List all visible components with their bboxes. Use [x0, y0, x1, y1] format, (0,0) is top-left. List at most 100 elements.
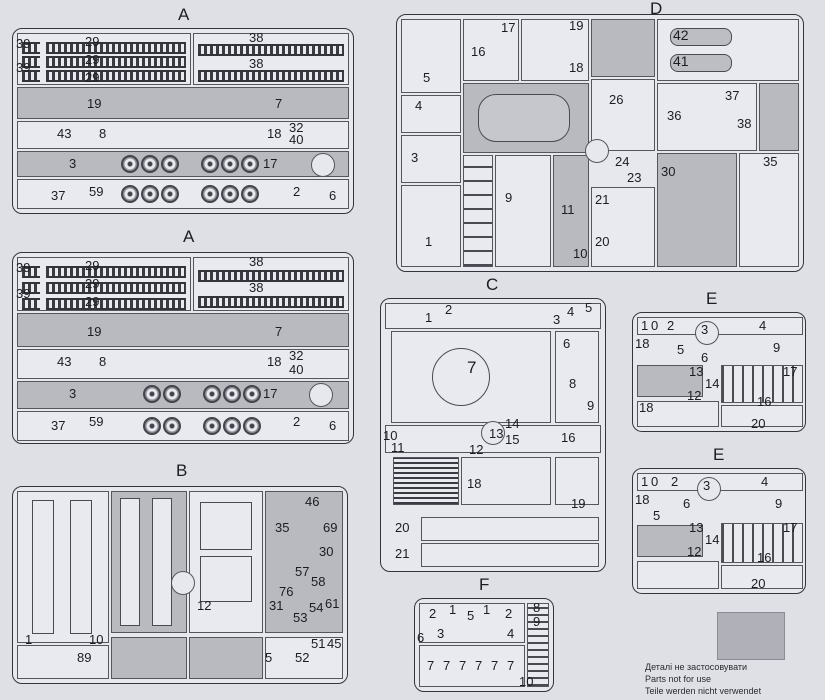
e-bottom-label: 13: [689, 520, 704, 535]
sprue-e-top-frame: 1 0 2 3 4 18 5 6 9 13 14 17 12 18 16 20: [632, 312, 806, 432]
b-label: 69: [323, 520, 338, 535]
sprue-a-top-gate: [311, 153, 335, 177]
f-label: 7: [459, 658, 467, 673]
b-label: 5: [265, 650, 273, 665]
e-top-label: 18: [639, 400, 654, 415]
sprue-d-gate: [585, 139, 609, 163]
c-label: 6: [563, 336, 571, 351]
e-bottom-label: 14: [705, 532, 720, 547]
b-label: 61: [325, 596, 340, 611]
a-top-label: 39: [16, 60, 31, 75]
sprue-f-frame: 2 1 5 1 2 8 9 6 3 4 7 7 7 7 7 7 10: [414, 598, 554, 692]
d-label: 3: [411, 150, 419, 165]
a-top-label: 59: [89, 184, 104, 199]
f-label: 7: [507, 658, 515, 673]
d-label: 36: [667, 108, 682, 123]
c-label: 19: [571, 496, 586, 511]
sprue-d-panel-19: [521, 19, 589, 81]
e-bottom-label: 17: [783, 520, 798, 535]
sprue-d-panel-ladder: [463, 155, 493, 267]
sprue-d-panel-35: [739, 153, 799, 267]
a-bottom-label: 6: [329, 418, 337, 433]
e-bottom-label: 4: [761, 474, 769, 489]
b-label: 76: [279, 584, 294, 599]
e-top-label: 16: [757, 394, 772, 409]
e-bottom-label: 0: [651, 474, 659, 489]
sprue-d-panel-3: [401, 135, 461, 183]
sprue-d-panel-21: [591, 187, 655, 267]
sprue-a-top-track-left: [17, 33, 191, 85]
sprue-a-bottom-row4: [17, 381, 349, 409]
a-top-label: 8: [99, 126, 107, 141]
f-label: 5: [467, 608, 475, 623]
sprue-e-bottom-frame: 1 0 2 3 4 18 5 6 9 13 14 17 12 16 20: [632, 468, 806, 594]
f-label: 6: [417, 630, 425, 645]
sprue-f-top-panel: [419, 603, 525, 643]
a-bottom-label: 29: [85, 276, 100, 291]
sprue-a-bottom-row5: [17, 411, 349, 441]
sprue-f-right-strip: [527, 603, 549, 687]
d-label: 41: [673, 53, 689, 69]
b-label: 89: [77, 650, 92, 665]
f-label: 8: [533, 600, 541, 615]
b-label: 1: [25, 632, 33, 647]
b-label: 53: [293, 610, 308, 625]
a-top-label: 2: [293, 184, 301, 199]
sprue-d-panel-hull: [463, 83, 589, 153]
a-top-label: 29: [85, 34, 100, 49]
sprue-c-top-strip: [385, 303, 601, 329]
sprue-b-strips-panel: [111, 491, 187, 633]
sprue-c-title: C: [486, 275, 499, 294]
a-top-label: 40: [289, 132, 304, 147]
b-label: 57: [295, 564, 310, 579]
e-top-label: 9: [773, 340, 781, 355]
f-label: 7: [427, 658, 435, 673]
b-label: 52: [295, 650, 310, 665]
b-label: 45: [327, 636, 342, 651]
sprue-a-top-row3: [17, 121, 349, 149]
sprue-d-panel-9: [495, 155, 551, 267]
e-top-label: 3: [701, 322, 709, 337]
d-label: 23: [627, 170, 642, 185]
c-label: 1: [425, 310, 433, 325]
b-label: 12: [197, 598, 212, 613]
d-label: 18: [569, 60, 584, 75]
d-label: 19: [569, 18, 584, 33]
e-top-label: 4: [759, 318, 767, 333]
sprue-e-bottom-mid-left: [637, 525, 703, 557]
a-bottom-label: 38: [249, 280, 264, 295]
unused-parts-legend: Деталі не застосовувати Parts not for us…: [645, 661, 761, 697]
sprue-b-title: B: [176, 461, 188, 480]
sprue-a-top-row5: [17, 179, 349, 209]
a-top-label: 32: [289, 120, 304, 135]
sprue-d-frame: 17 19 16 18 42 41 5 4 26 37 36 38 3 24 2…: [396, 14, 804, 272]
sprue-d-panel-11: [553, 155, 589, 267]
sprue-a-bottom-row2: [17, 313, 349, 347]
c-label: 9: [587, 398, 595, 413]
sprue-e-bottom-bottom-right: [721, 565, 803, 589]
b-label: 10: [89, 632, 104, 647]
b-label: 30: [319, 544, 334, 559]
c-label: 14: [505, 416, 520, 431]
sprue-a-bottom-track-right: [193, 257, 349, 311]
legend-line-en: Parts not for use: [645, 674, 712, 684]
e-bottom-label: 2: [671, 474, 679, 489]
f-label: 1: [449, 602, 457, 617]
e-top-label: 14: [705, 376, 720, 391]
sprue-c-rail-21: [421, 543, 599, 567]
e-top-label: 20: [751, 416, 766, 431]
c-label: 20: [395, 520, 410, 535]
sprue-a-bottom-row3: [17, 349, 349, 379]
d-label: 38: [737, 116, 752, 131]
c-label: 15: [505, 432, 520, 447]
a-bottom-label: 2: [293, 414, 301, 429]
f-label: 2: [429, 606, 437, 621]
sprue-e-top-row1: [637, 317, 803, 335]
f-label: 2: [505, 606, 513, 621]
sprue-c-right-part: [555, 457, 599, 505]
d-label: 42: [673, 27, 689, 43]
sprue-c-gate: [481, 421, 505, 445]
f-label: 7: [443, 658, 451, 673]
c-label: 18: [467, 476, 482, 491]
sprue-d-panel-corner: [759, 83, 799, 151]
